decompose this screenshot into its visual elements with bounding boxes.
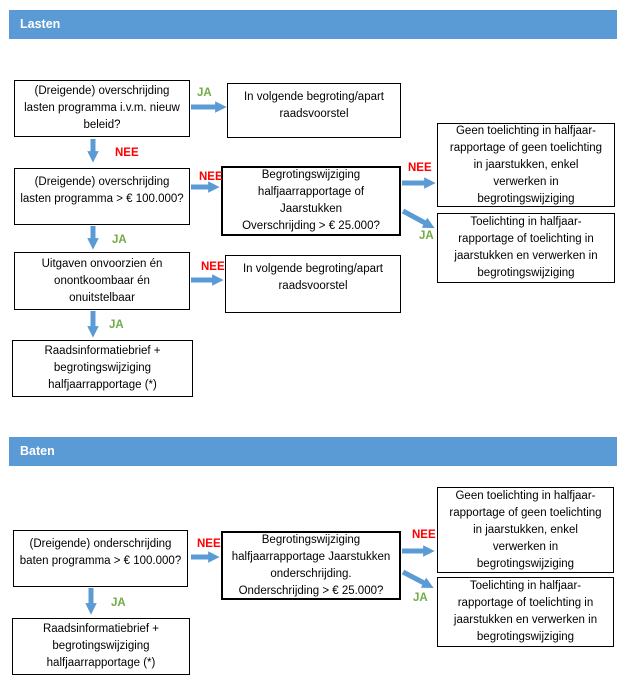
box-lasten-volgende-begroting-2: In volgende begroting/apart raadsvoorste…	[225, 255, 401, 313]
section-header-lasten: Lasten	[9, 10, 617, 39]
label-baten-nee-1: NEE	[197, 538, 221, 550]
box-baten-geen-toelichting: Geen toelichting in halfjaar- rapportage…	[437, 487, 614, 573]
box-lasten-overschrijding-nieuw-beleid: (Dreigende) overschrijding lasten progra…	[14, 80, 190, 137]
arrow-baten-ja-diagonal	[401, 569, 434, 588]
label-baten-ja-2: JA	[111, 597, 126, 609]
label-baten-nee-2: NEE	[412, 529, 436, 541]
box-lasten-toelichting: Toelichting in halfjaar- rapportage of t…	[437, 213, 615, 283]
box-baten-raadsinformatiebrief: Raadsinformatiebrief + begrotingswijzigi…	[12, 618, 190, 675]
box-baten-onderschrijding-100k: (Dreigende) onderschrijding baten progra…	[13, 530, 188, 587]
box-lasten-overschrijding-100k: (Dreigende) overschrijding lasten progra…	[14, 168, 190, 225]
label-lasten-ja-2: JA	[419, 230, 434, 242]
box-lasten-geen-toelichting: Geen toelichting in halfjaar- rapportage…	[437, 123, 615, 207]
box-lasten-volgende-begroting-1: In volgende begroting/apart raadsvoorste…	[227, 83, 401, 138]
box-lasten-uitgaven-onvoorzien: Uitgaven onvoorzien én onontkoombaar én …	[14, 252, 190, 310]
label-lasten-nee-3: NEE	[408, 162, 432, 174]
label-lasten-nee-1: NEE	[115, 147, 139, 159]
box-baten-toelichting: Toelichting in halfjaar- rapportage of t…	[437, 577, 614, 647]
label-lasten-ja-4: JA	[109, 319, 124, 331]
label-baten-ja-1: JA	[413, 592, 428, 604]
arrow-lasten-ja-diagonal	[401, 208, 435, 229]
box-lasten-raadsinformatiebrief: Raadsinformatiebrief + begrotingswijzigi…	[12, 340, 193, 397]
label-lasten-ja-1: JA	[197, 87, 212, 99]
box-lasten-overschrijding-25k: Begrotingswijziging halfjaarrapportage o…	[221, 166, 401, 236]
label-lasten-ja-3: JA	[112, 234, 127, 246]
label-lasten-nee-4: NEE	[201, 261, 225, 273]
box-baten-onderschrijding-25k: Begrotingswijziging halfjaarrapportage J…	[221, 531, 401, 600]
label-lasten-nee-2: NEE	[199, 171, 223, 183]
section-header-baten: Baten	[9, 437, 617, 466]
